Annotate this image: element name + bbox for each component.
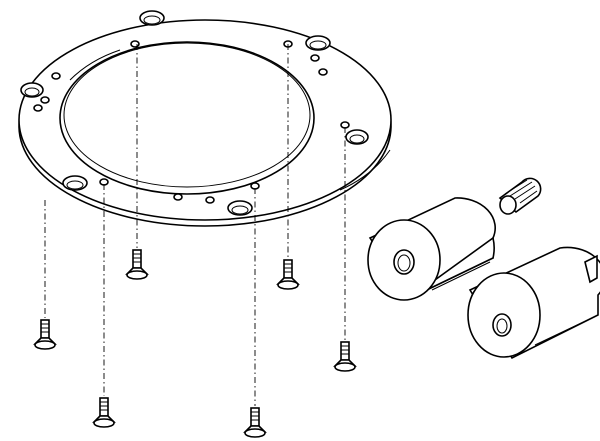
assembly-axis-lines [44, 44, 346, 406]
screw [243, 407, 267, 438]
spacer-cylinder-2 [467, 246, 600, 360]
large-hole [345, 129, 369, 145]
screw [333, 341, 357, 372]
countersunk-screws [33, 249, 357, 438]
large-hole [139, 10, 165, 26]
screw [33, 319, 57, 350]
spacer-cylinder-1 [367, 197, 496, 301]
mounting-ring [18, 19, 392, 227]
large-hole [305, 35, 331, 51]
large-hole [227, 200, 253, 216]
large-hole [62, 175, 88, 191]
set-screw [498, 177, 542, 215]
screw [92, 397, 116, 428]
ring-large-holes [20, 10, 369, 216]
large-hole [20, 82, 44, 98]
screw [276, 259, 300, 290]
screw [125, 249, 149, 280]
